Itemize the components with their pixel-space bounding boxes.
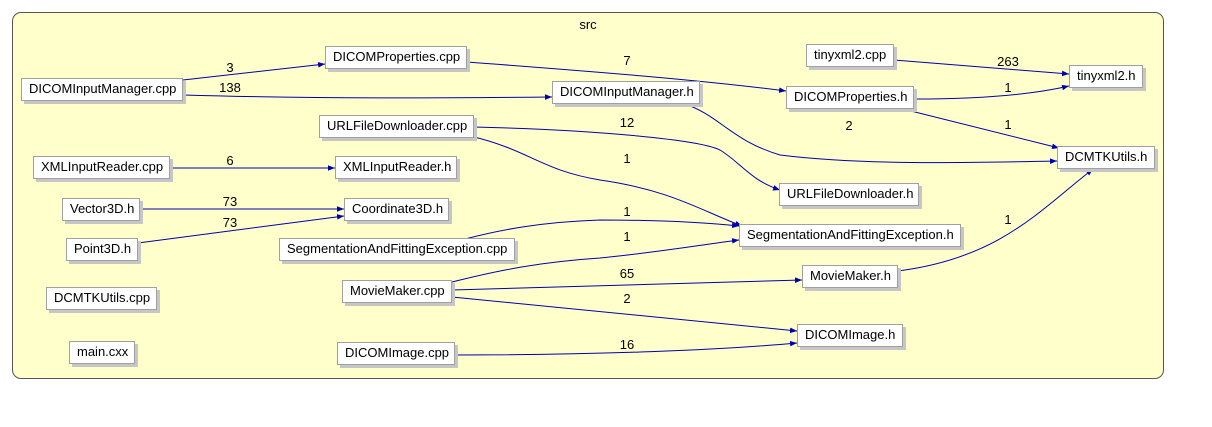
edge-dicomproperties_cpp-to-dicomproperties_h: 7 [466, 53, 787, 93]
node-urlfiledownloader-cpp[interactable]: URLFileDownloader.cpp [319, 115, 474, 138]
edge-dicomimage_cpp-to-dicomimage_h: 16 [454, 337, 798, 356]
edge-line [454, 340, 798, 356]
node-segexc-cpp[interactable]: SegmentationAndFittingException.cpp [279, 238, 515, 261]
cluster-label: src [579, 17, 597, 32]
edge-label: 1 [1004, 212, 1011, 227]
edge-line [894, 106, 1060, 150]
edge-line [451, 277, 803, 291]
edge-line [473, 126, 781, 191]
edge-line [681, 102, 1058, 164]
edge-label: 1 [1004, 80, 1011, 95]
node-moviemaker-cpp[interactable]: MovieMaker.cpp [342, 280, 452, 303]
node-dicominputmanager-cpp[interactable]: DICOMInputManager.cpp [21, 78, 183, 101]
edge-urlfiledownloader_cpp-to-urlfiledownloader_h: 12 [473, 115, 781, 191]
edge-line [182, 94, 553, 100]
node-dicomproperties-h[interactable]: DICOMProperties.h [786, 86, 914, 109]
edge-label: 1 [623, 229, 630, 244]
node-dicominputmanager-h[interactable]: DICOMInputManager.h [552, 81, 700, 104]
edge-dicominputmanager_cpp-to-dicominputmanager_h: 138 [182, 80, 553, 100]
node-dicomimage-cpp[interactable]: DICOMImage.cpp [337, 342, 455, 365]
node-dcmtkutils-cpp[interactable]: DCMTKUtils.cpp [46, 287, 157, 310]
edge-moviemaker_cpp-to-moviemaker_h: 65 [451, 266, 803, 291]
edge-label: 3 [226, 60, 233, 75]
node-xmlinputreader-h[interactable]: XMLInputReader.h [335, 156, 457, 179]
edge-point3d_h-to-coordinate3d_h: 73 [137, 214, 345, 244]
edge-label: 1 [623, 151, 630, 166]
node-tinyxml2-h[interactable]: tinyxml2.h [1069, 65, 1143, 88]
edge-moviemaker_cpp-to-dicomimage_h: 2 [451, 291, 798, 334]
node-dcmtkutils-h[interactable]: DCMTKUtils.h [1057, 146, 1155, 169]
edge-dicominputmanager_cpp-to-dicomproperties_cpp: 3 [182, 60, 326, 81]
edge-label: 138 [219, 80, 241, 95]
edge-line [897, 168, 1094, 272]
edge-tinyxml2_cpp-to-tinyxml2_h: 263 [893, 54, 1070, 77]
node-coordinate3d-h[interactable]: Coordinate3D.h [344, 198, 449, 221]
edge-line [466, 61, 787, 93]
edge-label: 1 [623, 204, 630, 219]
edge-dicomproperties_h-to-tinyxml2_h: 1 [913, 80, 1070, 100]
edge-label: 7 [623, 53, 630, 68]
node-dicomproperties-cpp[interactable]: DICOMProperties.cpp [325, 46, 467, 69]
edge-label: 16 [620, 337, 634, 352]
edge-line [137, 214, 345, 244]
node-moviemaker-h[interactable]: MovieMaker.h [802, 265, 898, 288]
edge-line [464, 219, 740, 240]
edge-line [893, 59, 1070, 77]
node-xmlinputreader-cpp[interactable]: XMLInputReader.cpp [33, 156, 170, 179]
edge-dicominputmanager_h-to-dcmtkutils_h: 2 [681, 102, 1058, 164]
edge-line [182, 62, 326, 81]
edge-moviemaker_h-to-dcmtkutils_h: 1 [897, 168, 1094, 272]
edge-label: 73 [223, 194, 237, 209]
edge-label: 2 [845, 118, 852, 133]
node-point3d-h[interactable]: Point3D.h [66, 238, 138, 261]
edge-moviemaker_cpp-to-segexc_h: 1 [451, 229, 740, 283]
edge-label: 6 [226, 153, 233, 168]
edge-line [469, 135, 743, 227]
edge-label: 65 [620, 266, 634, 281]
node-main-cxx[interactable]: main.cxx [69, 341, 135, 364]
edge-vector3d_h-to-coordinate3d_h: 73 [140, 194, 344, 212]
node-urlfiledownloader-h[interactable]: URLFileDownloader.h [779, 183, 919, 206]
edge-urlfiledownloader_cpp-to-segexc_h: 1 [469, 135, 743, 227]
edge-dicomproperties_h-to-dcmtkutils_h: 1 [894, 106, 1060, 150]
node-dicomimage-h[interactable]: DICOMImage.h [797, 324, 903, 347]
node-segexc-h[interactable]: SegmentationAndFittingException.h [739, 224, 961, 247]
edge-line [913, 84, 1070, 100]
node-vector3d-h[interactable]: Vector3D.h [62, 198, 140, 221]
edge-label: 73 [223, 215, 237, 230]
edge-line [451, 296, 798, 334]
edge-label: 263 [997, 54, 1019, 69]
edge-segexc_cpp-to-segexc_h: 1 [464, 204, 740, 240]
edge-label: 2 [623, 291, 630, 306]
edge-xmlinputreader_cpp-to-xmlinputreader_h: 6 [170, 153, 335, 171]
cluster-src: src [12, 12, 1164, 379]
edge-label: 1 [1004, 117, 1011, 132]
edge-line [451, 238, 740, 283]
node-tinyxml2-cpp[interactable]: tinyxml2.cpp [806, 44, 894, 67]
edge-label: 12 [620, 115, 634, 130]
